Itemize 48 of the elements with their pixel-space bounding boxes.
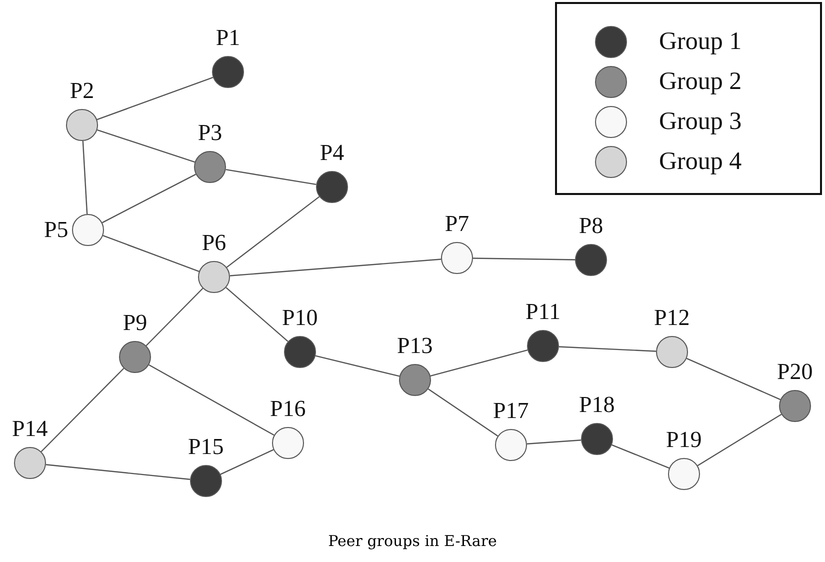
node-label: P2 [70, 79, 94, 103]
connector-line [226, 169, 316, 185]
connector-line [82, 140, 88, 214]
caption: Peer groups in E-Rare [328, 532, 497, 550]
node-label: P8 [578, 214, 604, 238]
connector-line [697, 414, 782, 466]
connector-line [558, 346, 656, 352]
connector-line [148, 364, 274, 436]
node-label: P11 [526, 300, 560, 324]
node-label: P19 [666, 428, 702, 452]
connector-line [96, 76, 214, 120]
node-label: P6 [202, 231, 226, 255]
connector-line [612, 444, 670, 469]
connector-line [102, 174, 196, 224]
node-label: P14 [12, 417, 48, 441]
node-label: P13 [397, 334, 433, 358]
connector-line [315, 355, 400, 377]
node-label: P17 [493, 399, 529, 423]
node-label: P16 [270, 397, 306, 421]
connector-line [226, 287, 288, 342]
node-label: P15 [188, 435, 224, 459]
connector-line [97, 129, 195, 163]
node-label: P20 [777, 360, 813, 384]
connector-line [526, 440, 582, 444]
connector-line [146, 288, 204, 346]
connector-line [473, 258, 575, 260]
connector-line [428, 388, 498, 437]
node-label: P12 [654, 306, 690, 330]
node-label: P5 [44, 218, 68, 242]
connector-line [686, 358, 781, 400]
legend-label: Group 4 [659, 150, 742, 174]
node-label: P7 [444, 212, 470, 236]
legend-label: Group 1 [659, 30, 742, 54]
connector-line [230, 258, 442, 276]
node-label: P4 [320, 141, 344, 165]
connector-line [102, 235, 200, 272]
connector-line [46, 464, 190, 480]
connector-line [220, 449, 274, 475]
connector-line [430, 350, 528, 376]
legend-label: Group 2 [659, 70, 742, 94]
node-label: P18 [579, 393, 615, 417]
node-label: P10 [282, 306, 318, 330]
node-label: P9 [122, 311, 148, 335]
connector-line [226, 196, 320, 268]
node-label: P3 [198, 121, 222, 145]
node-label: P1 [216, 26, 240, 50]
connector-line [40, 368, 124, 452]
legend-label: Group 3 [659, 110, 742, 134]
